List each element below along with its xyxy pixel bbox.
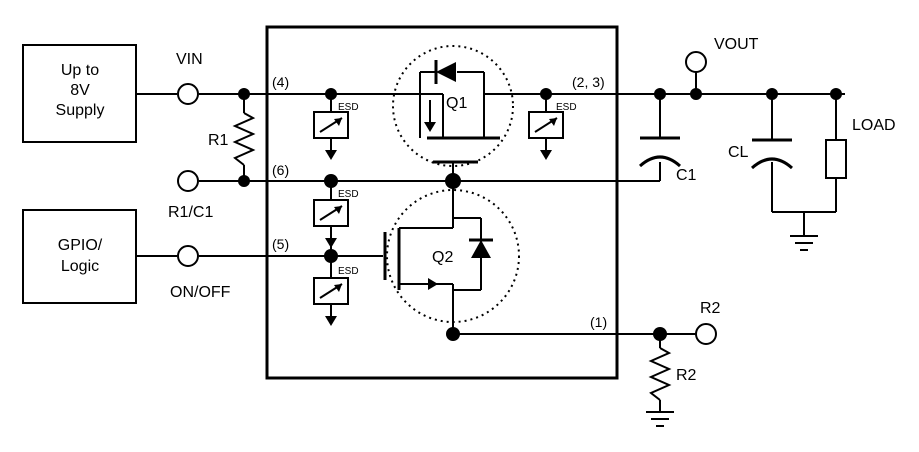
esd-label-onoff: ESD [338, 266, 359, 277]
cl-capacitor [750, 138, 794, 170]
c1-capacitor [638, 136, 682, 168]
esd-cell-onoff [313, 277, 349, 326]
pin5-label: (5) [272, 236, 289, 252]
r2-resistor [648, 347, 672, 401]
pin23-label: (2, 3) [572, 74, 605, 90]
r2-terminal [695, 323, 717, 345]
esd-cell-r1c1 [313, 199, 349, 248]
r1c1-terminal [177, 170, 199, 192]
r1-resistor [232, 112, 256, 166]
vin-terminal [177, 83, 199, 105]
r2-resistor-label: R2 [676, 367, 697, 384]
gpio-label-line1: GPIO/ [58, 237, 103, 254]
ground-icon [646, 411, 674, 427]
pin6-label: (6) [272, 162, 289, 178]
q2-mosfet [383, 189, 520, 323]
supply-label-line3: Supply [56, 102, 105, 119]
q1-mosfet [392, 45, 514, 167]
gpio-block [22, 209, 137, 304]
onoff-terminal [177, 245, 199, 267]
esd-cell-vout [528, 111, 564, 160]
esd-label-vout: ESD [556, 102, 577, 113]
r2-terminal-label: R2 [700, 300, 721, 317]
supply-label-line1: Up to [61, 62, 99, 79]
c1-label: C1 [676, 167, 697, 184]
q2-label: Q2 [432, 249, 453, 266]
ground-icon [790, 235, 818, 251]
r1c1-label: R1/C1 [168, 204, 213, 221]
onoff-label: ON/OFF [170, 284, 231, 301]
vin-label: VIN [176, 51, 203, 68]
r1-label: R1 [208, 132, 229, 149]
ic-package [265, 25, 619, 380]
pin4-label: (4) [272, 74, 289, 90]
wires [136, 72, 845, 412]
esd-label-vin: ESD [338, 102, 359, 113]
vout-label: VOUT [714, 36, 759, 53]
load-resistor [825, 139, 847, 179]
pin1-label: (1) [590, 314, 607, 330]
supply-label-line2: 8V [70, 82, 90, 99]
cl-label: CL [728, 144, 749, 161]
esd-cell-vin [313, 111, 349, 160]
gpio-label-line2: Logic [61, 258, 99, 275]
supply-block [22, 44, 137, 143]
vout-terminal [685, 51, 707, 73]
q1-label: Q1 [446, 95, 467, 112]
load-label: LOAD [852, 117, 896, 134]
junction-dots [238, 88, 842, 341]
esd-label-r1c1: ESD [338, 189, 359, 200]
